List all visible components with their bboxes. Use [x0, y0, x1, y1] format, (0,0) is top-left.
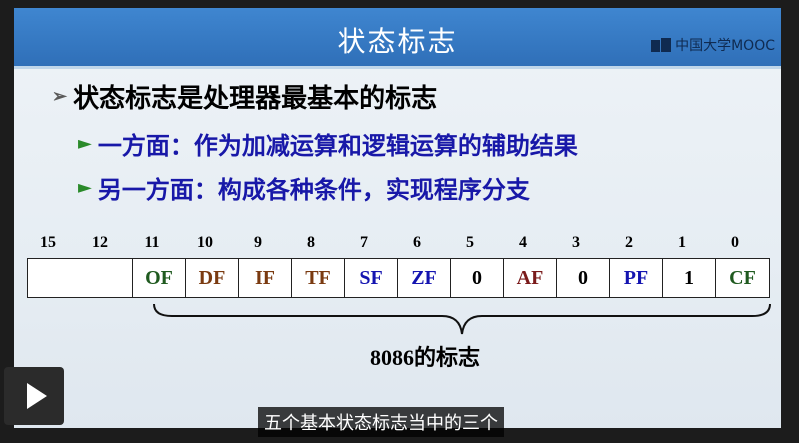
bit-number: 3	[572, 234, 580, 251]
bit-number: 0	[731, 234, 739, 251]
mooc-logo: 中国大学MOOC	[651, 35, 775, 55]
mooc-logo-text: 中国大学MOOC	[675, 38, 775, 54]
bit-number: 4	[519, 234, 527, 251]
mooc-logo-icon	[651, 38, 672, 52]
main-bullet: ➢ 状态标志是处理器最基本的标志	[52, 78, 437, 115]
bit-number: 6	[413, 234, 421, 251]
bit-number: 10	[197, 234, 213, 251]
flag-cell-zf: ZF	[398, 259, 451, 297]
flags-register: OF DF IF TF SF ZF 0 AF 0 PF 1 CF	[27, 258, 770, 298]
video-subtitle: 五个基本状态标志当中的三个	[258, 407, 504, 437]
bit-number: 8	[307, 234, 315, 251]
sub-bullet-text: 另一方面：构成各种条件，实现程序分支	[97, 175, 530, 204]
sub-bullet-text: 一方面：作为加减运算和逻辑运算的辅助结果	[97, 131, 578, 160]
register-caption: 8086的标志	[370, 345, 481, 370]
flag-cell-bit3: 0	[557, 259, 610, 297]
bit-number: 15	[40, 234, 56, 251]
flag-cell-tf: TF	[292, 259, 345, 297]
flag-cell-of: OF	[133, 259, 186, 297]
play-icon	[26, 383, 47, 409]
flag-cell-df: DF	[186, 259, 239, 297]
sub-bullet: ► 另一方面：构成各种条件，实现程序分支	[78, 170, 530, 205]
bit-number: 11	[144, 234, 160, 251]
bullet-triangle-icon: ►	[78, 133, 92, 154]
flag-cell-sf: SF	[345, 259, 398, 297]
bit-number: 5	[466, 234, 474, 251]
bullet-arrow-icon: ➢	[52, 86, 68, 107]
bit-number: 9	[254, 234, 262, 251]
flag-cell-bit5: 0	[451, 259, 504, 297]
main-bullet-text: 状态标志是处理器最基本的标志	[73, 84, 438, 114]
bit-number: 7	[360, 234, 368, 251]
flag-cell-bit1: 1	[663, 259, 716, 297]
bit-number: 12	[92, 234, 108, 251]
bullet-triangle-icon: ►	[78, 177, 92, 198]
reserved-cell	[28, 259, 133, 297]
flag-cell-cf: CF	[729, 266, 756, 289]
brace-icon	[153, 303, 771, 335]
flag-cell-af: AF	[504, 259, 557, 297]
flag-cell-if: IF	[239, 259, 292, 297]
slide-title: 状态标志	[337, 25, 458, 58]
bit-number: 2	[625, 234, 633, 251]
sub-bullet: ► 一方面：作为加减运算和逻辑运算的辅助结果	[78, 126, 578, 161]
bit-number: 1	[678, 234, 686, 251]
play-button[interactable]	[4, 367, 64, 425]
title-bar: 状态标志 中国大学MOOC	[14, 8, 781, 69]
slide: 状态标志 中国大学MOOC ➢ 状态标志是处理器最基本的标志 ► 一方面：作为加…	[14, 8, 781, 428]
flag-cell-pf: PF	[610, 259, 663, 297]
